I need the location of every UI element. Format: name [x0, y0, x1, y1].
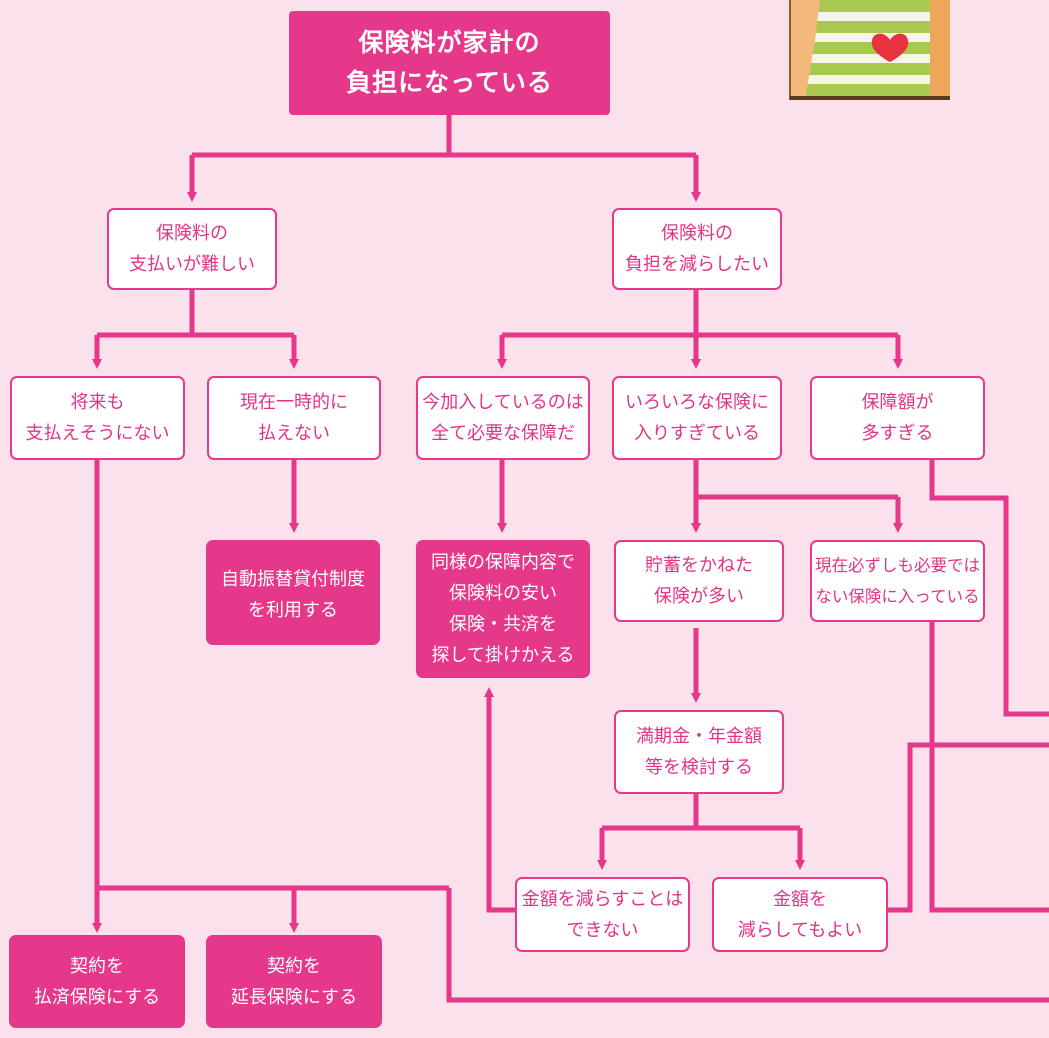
person-illustration [789, 0, 950, 100]
node-unnecessary: 現在必ずしも必要では ない保険に入っている [810, 540, 985, 622]
arm-shape [790, 0, 820, 100]
node-switch: 同様の保障内容で 保険料の安い 保険・共済を 探して掛けかえる [416, 540, 590, 678]
striped-shirt [800, 0, 930, 100]
connector-unnecessary-right [929, 622, 1049, 913]
node-reduce: 保険料の 負担を減らしたい [612, 208, 782, 290]
connector-can-reduce-right [888, 742, 1049, 913]
arrow-back-to-switch [484, 687, 517, 913]
node-cannot-reduce: 金額を減らすことは できない [515, 877, 690, 952]
node-review: 満期金・年金額 等を検討する [614, 710, 784, 794]
node-auto-loan: 自動振替貸付制度 を利用する [206, 540, 380, 645]
node-can-reduce: 金額を 減らしてもよい [712, 877, 888, 952]
node-future: 将来も 支払えそうにない [10, 376, 185, 460]
node-cant-pay: 保険料の 支払いが難しい [107, 208, 277, 290]
node-savings: 貯蓄をかねた 保険が多い [614, 540, 784, 622]
node-paid-up: 契約を 払済保険にする [9, 935, 185, 1028]
connector-too-much-right [929, 456, 1049, 717]
connector-future-right [446, 888, 1049, 1003]
connector-lines-group [92, 115, 1049, 1003]
node-too-many: いろいろな保険に 入りすぎている [612, 376, 782, 460]
heart-icon [871, 33, 909, 62]
node-extended: 契約を 延長保険にする [206, 935, 382, 1028]
node-needed: 今加入しているのは 全て必要な保障だ [416, 376, 590, 460]
node-top: 保険料が家計の 負担になっている [289, 11, 610, 115]
node-too-much: 保障額が 多すぎる [810, 376, 985, 460]
node-temporary: 現在一時的に 払えない [207, 376, 381, 460]
